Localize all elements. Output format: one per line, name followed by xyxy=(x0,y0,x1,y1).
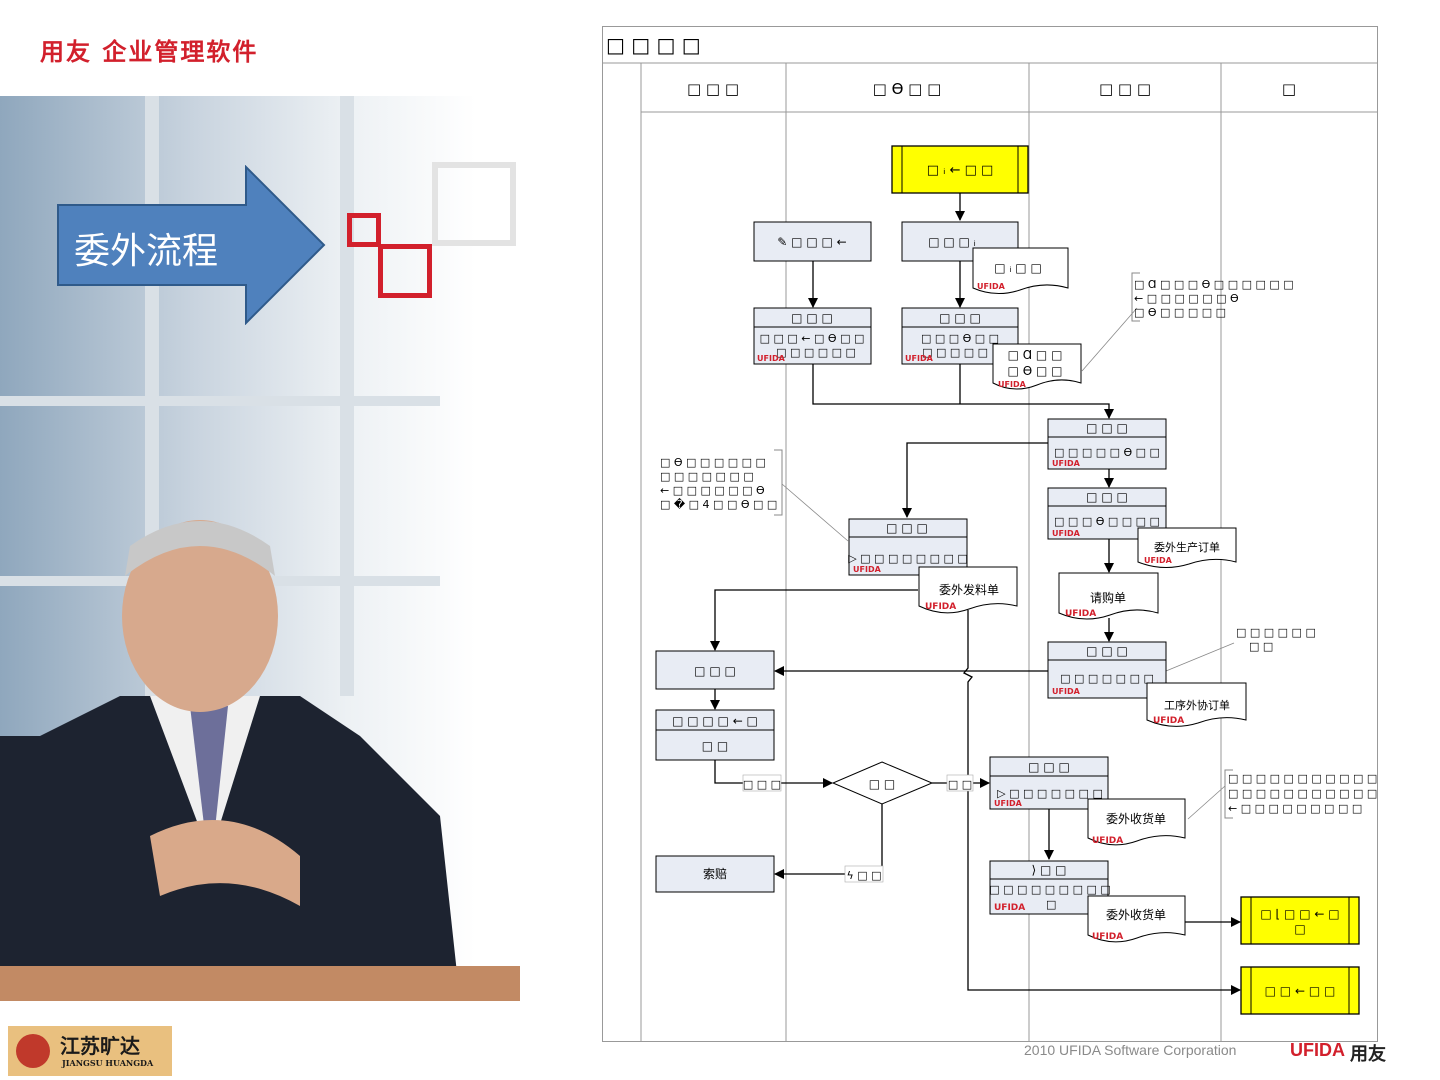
claim-box: 索赔 xyxy=(656,856,774,892)
banner-title: 委外流程 xyxy=(74,222,218,274)
inbound-process-tag: UFIDA xyxy=(994,903,1025,913)
note-1-line1: □ Ɑ □ □ □ ϴ □ □ □ □ □ □ xyxy=(1134,278,1294,291)
manual-process-body1: □ □ □ ← □ ϴ □ □ xyxy=(760,332,865,345)
right-process-1: □ □ □ □ □ □ □ □ ϴ □ □ UFIDA xyxy=(1048,419,1166,469)
lane-header-3: □ □ □ xyxy=(1099,80,1151,98)
inbound-process-body1: □ □ □ □ □ □ □ □ □ xyxy=(989,883,1111,896)
end-terminal-2: □ □ ← □ □ xyxy=(1241,967,1359,1014)
requisition-label: 请购单 xyxy=(1090,590,1126,605)
receipt-document-2-tag: UFIDA xyxy=(1092,932,1123,942)
issue-document-tag: UFIDA xyxy=(925,602,956,612)
decision-label: □ □ xyxy=(869,777,896,791)
left-box-1-label: □ □ □ xyxy=(694,664,736,678)
receipt-document-1-tag: UFIDA xyxy=(1092,836,1123,846)
mrp-document-label: □ ᵢ □ □ xyxy=(994,261,1042,275)
start-terminal-label: □ ᵢ ← □ □ xyxy=(927,163,994,178)
copyright-text: 2010 UFIDA Software Corporation xyxy=(1024,1042,1236,1058)
lane-header-4: □ xyxy=(1282,80,1296,98)
plan-document-l2: □ ϴ □ □ xyxy=(1008,364,1063,378)
right-process-2-head: □ □ □ xyxy=(1086,490,1128,504)
receipt-document-2-label: 委外收货单 xyxy=(1106,907,1166,922)
right-process-2-tag: UFIDA xyxy=(1052,529,1081,538)
claim-branch-label: ϟ □ □ xyxy=(846,869,881,882)
left-box-1: □ □ □ xyxy=(656,651,774,689)
note-3-line3: ← □ □ □ □ □ □ ϴ xyxy=(660,484,765,497)
deco-square-gray xyxy=(432,162,516,246)
left-box-2-head: □ □ □ □ ← □ xyxy=(672,714,758,728)
yes-branch-label: □ □ □ xyxy=(743,778,781,791)
receipt-process-tag: UFIDA xyxy=(994,799,1023,808)
flowchart: □ □ □ □ □ □ □ □ ϴ □ □ □ □ □ □ □ ᵢ ← □ □ xyxy=(602,26,1378,1042)
end-terminal-1-line2: □ xyxy=(1294,922,1305,936)
right-process-1-tag: UFIDA xyxy=(1052,459,1081,468)
lane-header-1: □ □ □ xyxy=(687,80,739,98)
inbound-process-body2: □ xyxy=(1046,898,1056,911)
mrp-process-body2: □ □ □ □ □ □ xyxy=(922,346,1002,359)
process-coop-tag: UFIDA xyxy=(1153,716,1184,726)
note-3-line2: □ □ □ □ □ □ □ xyxy=(660,470,754,483)
manual-process-tag: UFIDA xyxy=(757,354,786,363)
mrp-document-tag: UFIDA xyxy=(977,282,1006,291)
outsourced-order-label: 委外生产订单 xyxy=(1154,540,1220,554)
start-terminal: □ ᵢ ← □ □ xyxy=(892,146,1028,193)
end-terminal-2-label: □ □ ← □ □ xyxy=(1265,984,1336,998)
note-2-line1: □ □ □ □ □ □ xyxy=(1236,626,1316,639)
mrp-process-head: □ □ □ xyxy=(939,311,981,325)
note-4: □ □ □ □ □ □ □ □ □ □ □ □ □ □ □ □ □ □ □ □ … xyxy=(1225,770,1377,818)
left-box-2: □ □ □ □ ← □ □ □ xyxy=(656,710,774,760)
outsourced-order-tag: UFIDA xyxy=(1144,556,1173,565)
right-process-2-body: □ □ □ ϴ □ □ □ □ xyxy=(1054,515,1160,528)
right-process-1-head: □ □ □ xyxy=(1086,421,1128,435)
issue-process-tag: UFIDA xyxy=(853,565,882,574)
note-2-line2: □ □ xyxy=(1249,640,1273,653)
note-1-line3: □ ϴ □ □ □ □ □ xyxy=(1134,306,1226,319)
deco-square-large xyxy=(378,244,432,298)
note-4-line1: □ □ □ □ □ □ □ □ □ □ □ xyxy=(1228,772,1377,785)
mrp-label: □ □ □ ᵢ xyxy=(928,235,976,249)
partner-name: 江苏旷达 xyxy=(60,1030,140,1059)
manual-entry-label: ✎ □ □ □ ← xyxy=(777,235,846,249)
issue-document-label: 委外发料单 xyxy=(939,582,999,597)
manual-process-body2: □ □ □ □ □ □ xyxy=(776,346,856,359)
end-terminal-1-line1: □ ⌊ □ □ ← □ xyxy=(1260,907,1339,921)
note-1-line2: ← □ □ □ □ □ □ ϴ xyxy=(1134,292,1239,305)
right-process-3-body: □ □ □ □ □ □ □ xyxy=(1060,672,1154,685)
requisition-tag: UFIDA xyxy=(1065,609,1096,619)
right-process-3-head: □ □ □ xyxy=(1086,644,1128,658)
lane-header-2: □ ϴ □ □ xyxy=(873,80,942,98)
manual-entry-box: ✎ □ □ □ ← xyxy=(754,222,871,261)
diagram-title: □ □ □ □ xyxy=(606,33,701,57)
footer-brand-en: UFIDA xyxy=(1290,1040,1345,1061)
receipt-process-head: □ □ □ xyxy=(1028,760,1070,774)
note-3-line4: □ � □ 4 □ □ ϴ □ □ xyxy=(660,498,777,511)
footer-brand-cn: 用友 xyxy=(1350,1040,1386,1066)
no-branch-label: □ □ xyxy=(948,778,972,791)
right-process-3-tag: UFIDA xyxy=(1052,687,1081,696)
right-process-1-body: □ □ □ □ □ ϴ □ □ xyxy=(1054,446,1160,459)
note-3-line1: □ ϴ □ □ □ □ □ □ xyxy=(660,456,766,469)
receipt-document-1-label: 委外收货单 xyxy=(1106,811,1166,826)
inbound-process-head: ⟩ □ □ xyxy=(1032,863,1067,877)
partner-name-en: JIANGSU HUANGDA xyxy=(62,1058,153,1068)
issue-process-body: ▷ □ □ □ □ □ □ □ □ xyxy=(848,552,968,565)
partner-logo: 江苏旷达 JIANGSU HUANGDA xyxy=(8,1026,172,1076)
note-4-line2: □ □ □ □ □ □ □ □ □ □ □ xyxy=(1228,787,1377,800)
partner-mark-icon xyxy=(16,1034,50,1068)
process-coop-label: 工序外协订单 xyxy=(1164,698,1230,712)
brand-logo-text: 用友 企业管理软件 xyxy=(40,32,258,67)
plan-document-tag: UFIDA xyxy=(998,380,1027,389)
mrp-process-body1: □ □ □ ϴ □ □ xyxy=(921,332,999,345)
mrp-process-tag: UFIDA xyxy=(905,354,934,363)
plan-document-l1: □ Ɑ □ □ xyxy=(1008,348,1063,362)
deco-square-small xyxy=(347,213,381,247)
manual-process-box: □ □ □ □ □ □ ← □ ϴ □ □ □ □ □ □ □ □ UFIDA xyxy=(754,308,871,364)
manual-process-head: □ □ □ xyxy=(791,311,833,325)
issue-process-head: □ □ □ xyxy=(886,521,928,535)
end-terminal-1: □ ⌊ □ □ ← □ □ xyxy=(1241,897,1359,944)
left-box-2-body: □ □ xyxy=(702,739,729,753)
note-4-line3: ← □ □ □ □ □ □ □ □ □ xyxy=(1228,802,1362,815)
claim-label: 索赔 xyxy=(703,866,727,881)
